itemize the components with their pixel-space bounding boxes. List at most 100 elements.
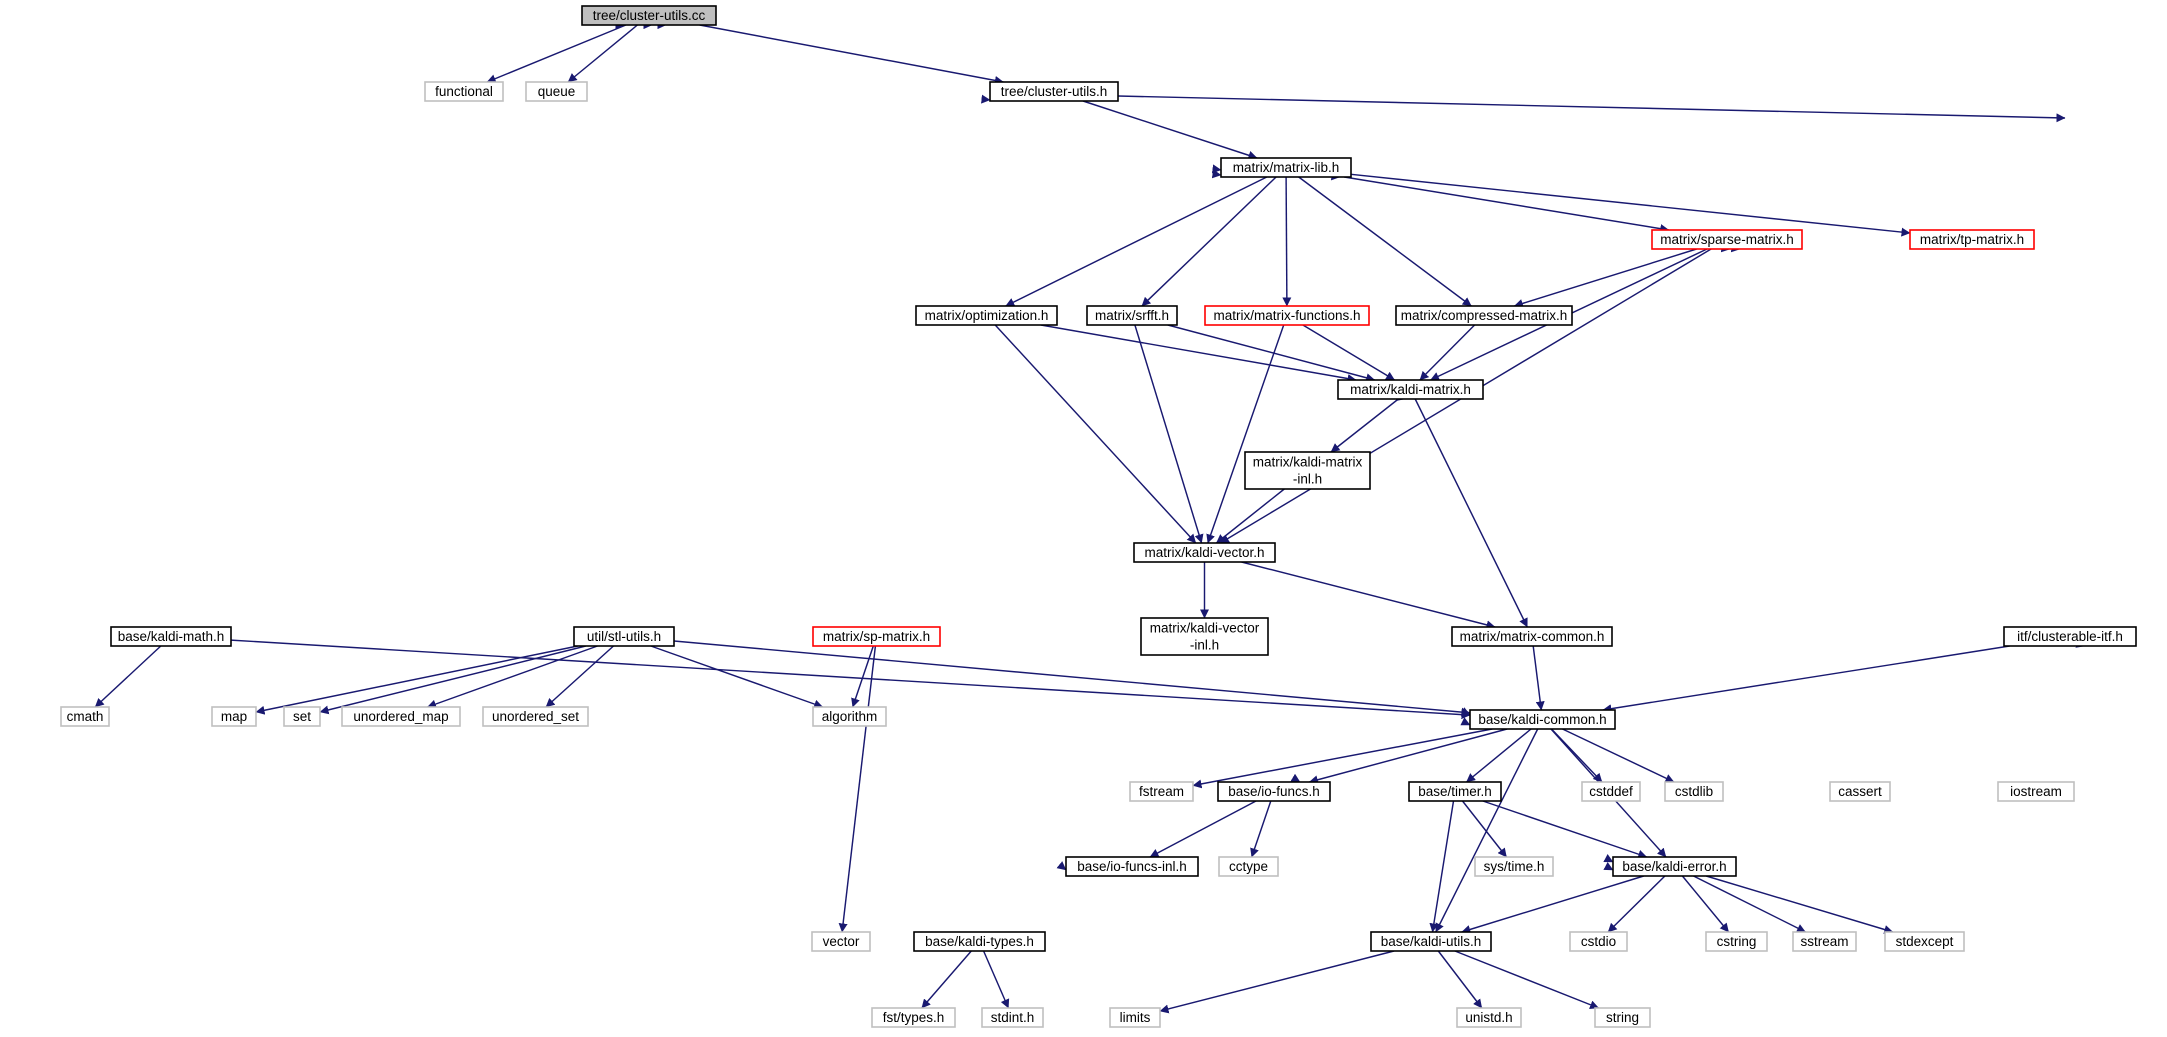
node-tree-cluster-utils-h[interactable]: tree/cluster-utils.h xyxy=(989,81,1119,102)
node-label: string xyxy=(1606,1010,1639,1025)
node-label-line-2: -inl.h xyxy=(1293,472,1322,487)
node-label: matrix/matrix-lib.h xyxy=(1233,160,1340,175)
node-kaldi-vector-inl-h[interactable]: matrix/kaldi-vector -inl.h xyxy=(1140,617,1269,656)
node-tp-matrix-h[interactable]: matrix/tp-matrix.h xyxy=(1909,229,2035,250)
node-label: cstring xyxy=(1717,934,1757,949)
node-cctype: cctype xyxy=(1218,856,1279,877)
edge-cluster-utils-h-to-matrix-lib-h xyxy=(1082,100,1258,160)
node-kaldi-common-h[interactable]: base/kaldi-common.h xyxy=(1469,709,1616,730)
edge-matrix-lib-h-to-compressed-matrix-h xyxy=(1298,176,1472,307)
edge-kaldi-matrix-inl-h-to-kaldi-vector-h xyxy=(1215,488,1285,544)
node-clusterable-itf-h[interactable]: itf/clusterable-itf.h xyxy=(2003,626,2137,647)
node-set: set xyxy=(283,706,321,727)
node-cmath: cmath xyxy=(60,706,110,727)
edge-kaldi-math-h-to-cmath xyxy=(94,645,162,708)
node-unordered-set: unordered_set xyxy=(482,706,589,727)
node-label: matrix/kaldi-vector.h xyxy=(1144,545,1264,560)
edge-io-funcs-h-to-io-funcs-inl-h xyxy=(1149,800,1257,858)
node-timer-h[interactable]: base/timer.h xyxy=(1408,781,1502,802)
edge-kaldi-common-h-to-io-funcs-h xyxy=(1308,728,1508,785)
node-label: cctype xyxy=(1229,859,1268,874)
node-stl-utils-h[interactable]: util/stl-utils.h xyxy=(573,626,675,647)
edge-timer-h-to-kaldi-utils-h xyxy=(1429,800,1455,933)
node-map: map xyxy=(211,706,257,727)
node-label: map xyxy=(221,709,247,724)
edge-matrix-lib-h-to-matrix-functions-h xyxy=(1282,176,1292,307)
node-label: sstream xyxy=(1800,934,1848,949)
node-label: itf/clusterable-itf.h xyxy=(2017,629,2123,644)
node-matrix-lib-h[interactable]: matrix/matrix-lib.h xyxy=(1220,157,1352,178)
node-string: string xyxy=(1594,1007,1651,1028)
node-label: matrix/sparse-matrix.h xyxy=(1660,232,1794,247)
node-io-funcs-h[interactable]: base/io-funcs.h xyxy=(1217,781,1331,802)
node-label: base/timer.h xyxy=(1418,784,1492,799)
node-kaldi-types-h[interactable]: base/kaldi-types.h xyxy=(913,931,1046,952)
node-cstdio: cstdio xyxy=(1569,931,1628,952)
node-compressed-matrix-h[interactable]: matrix/compressed-matrix.h xyxy=(1395,305,1573,326)
edge-kaldi-utils-h-to-unistd-h xyxy=(1437,950,1483,1009)
edge-stl-utils-h-to-algorithm xyxy=(650,645,824,709)
edge-kaldi-common-h-to-cstdlib xyxy=(1562,728,1675,783)
node-matrix-common-h[interactable]: matrix/matrix-common.h xyxy=(1451,626,1613,647)
node-vector: vector xyxy=(811,931,871,952)
node-kaldi-matrix-inl-h[interactable]: matrix/kaldi-matrix -inl.h xyxy=(1244,451,1371,490)
edge-kaldi-math-h-to-kaldi-common-h xyxy=(230,639,1471,720)
node-unordered-map: unordered_map xyxy=(341,706,461,727)
edge-kaldi-error-h-to-stdexcept xyxy=(1705,875,1894,934)
node-label: vector xyxy=(823,934,860,949)
node-label: cmath xyxy=(67,709,104,724)
edge-stl-utils-h-to-unordered-map xyxy=(427,645,598,709)
node-kaldi-math-h[interactable]: base/kaldi-math.h xyxy=(110,626,232,647)
edge-kaldi-types-h-to-fst-types-h xyxy=(921,950,972,1009)
node-kaldi-utils-h[interactable]: base/kaldi-utils.h xyxy=(1370,931,1492,952)
edge-kaldi-types-h-to-stdint-h xyxy=(982,950,1010,1009)
node-io-funcs-inl-h[interactable]: base/io-funcs-inl.h xyxy=(1065,856,1199,877)
node-stdexcept: stdexcept xyxy=(1884,931,1965,952)
node-label: algorithm xyxy=(822,709,878,724)
node-kaldi-matrix-h[interactable]: matrix/kaldi-matrix.h xyxy=(1337,379,1484,400)
edge-timer-h-to-sys-time-h xyxy=(1461,800,1508,858)
node-optimization-h[interactable]: matrix/optimization.h xyxy=(915,305,1058,326)
node-label: unordered_map xyxy=(353,709,448,724)
edge-timer-h-to-kaldi-error-h xyxy=(1482,800,1648,859)
node-cstdlib: cstdlib xyxy=(1664,781,1724,802)
edge-kaldi-utils-h-to-string xyxy=(1454,950,1600,1010)
node-label: base/io-funcs.h xyxy=(1228,784,1320,799)
node-sparse-matrix-h[interactable]: matrix/sparse-matrix.h xyxy=(1651,229,1803,250)
node-iostream: iostream xyxy=(1997,781,2075,802)
edge-kaldi-common-h-to-fstream xyxy=(1192,728,1493,789)
edge-matrix-lib-h-to-optimization-h xyxy=(1005,176,1268,307)
node-label: base/kaldi-common.h xyxy=(1478,712,1606,727)
node-kaldi-error-h[interactable]: base/kaldi-error.h xyxy=(1612,856,1737,877)
edge-compressed-matrix-h-to-kaldi-matrix-h xyxy=(1419,324,1476,381)
node-label: base/kaldi-types.h xyxy=(925,934,1034,949)
edge-kaldi-common-h-to-timer-h xyxy=(1466,728,1532,783)
edge-matrix-common-h-to-kaldi-common-h xyxy=(1532,645,1545,711)
node-label: base/io-funcs-inl.h xyxy=(1077,859,1187,874)
node-kaldi-vector-h[interactable]: matrix/kaldi-vector.h xyxy=(1133,542,1276,563)
edge-optimization-h-to-kaldi-matrix-h xyxy=(1040,324,1357,383)
edge-sparse-matrix-h-to-compressed-matrix-h xyxy=(1513,248,1697,308)
node-label: cstddef xyxy=(1589,784,1633,799)
node-label: set xyxy=(293,709,311,724)
node-sys-time-h: sys/time.h xyxy=(1474,856,1554,877)
node-sp-matrix-h[interactable]: matrix/sp-matrix.h xyxy=(812,626,941,647)
edge-kaldi-matrix-h-to-matrix-common-h xyxy=(1414,398,1528,628)
node-label: base/kaldi-error.h xyxy=(1622,859,1726,874)
edge-matrix-lib-h-to-tp-matrix-h xyxy=(1350,173,1911,237)
node-label: cstdio xyxy=(1581,934,1616,949)
edge-cluster-utils-h-to-clusterable-itf-h xyxy=(1117,95,2066,123)
node-label: base/kaldi-math.h xyxy=(118,629,225,644)
node-tree-cluster-utils-cc[interactable]: tree/cluster-utils.cc xyxy=(581,5,717,26)
node-layer: tree/cluster-utils.cc functional queue t… xyxy=(60,5,2137,1028)
node-srfft-h[interactable]: matrix/srfft.h xyxy=(1086,305,1178,326)
edge-matrix-functions-h-to-kaldi-matrix-h xyxy=(1302,324,1395,381)
node-label: matrix/srfft.h xyxy=(1095,308,1169,323)
node-label: limits xyxy=(1120,1010,1151,1025)
node-functional: functional xyxy=(424,81,504,102)
node-cstring: cstring xyxy=(1705,931,1768,952)
edge-optimization-h-to-kaldi-vector-h xyxy=(994,324,1197,544)
edge-sp-matrix-h-to-algorithm xyxy=(851,645,874,708)
node-matrix-functions-h[interactable]: matrix/matrix-functions.h xyxy=(1204,305,1370,326)
